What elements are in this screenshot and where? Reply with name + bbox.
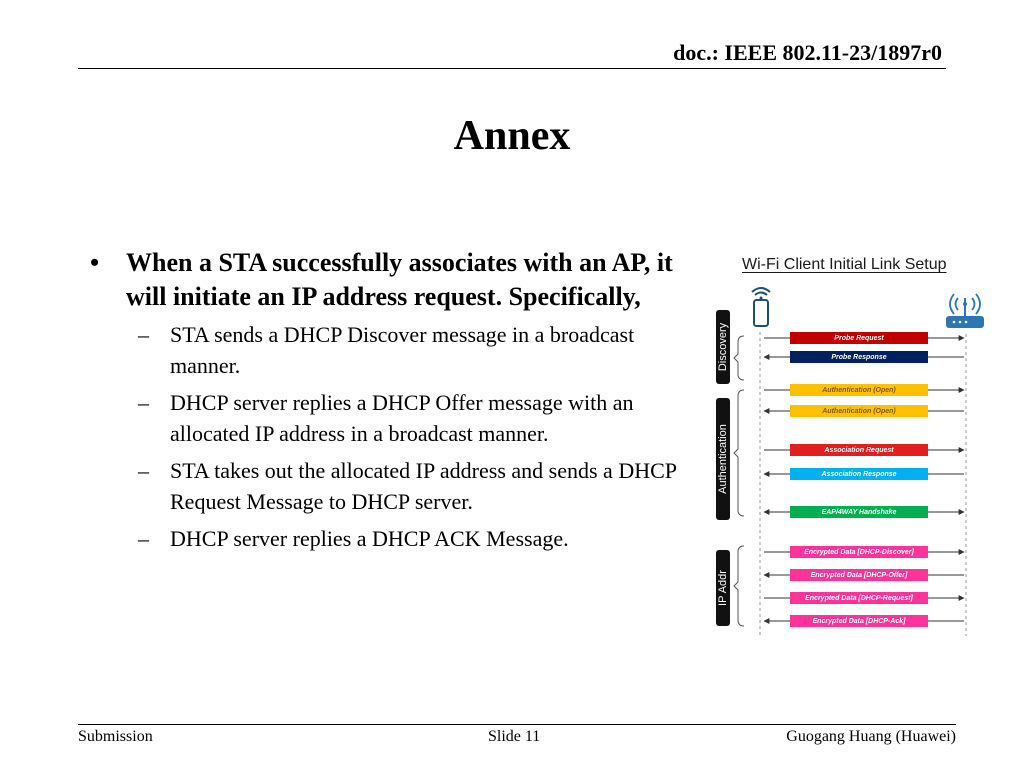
phase-label-ip-addr: IP Addr — [716, 550, 730, 626]
phase-label-authentication: Authentication — [716, 398, 730, 520]
bullet-text: When a STA successfully associates with … — [126, 248, 673, 311]
message-bar: Probe Request — [790, 332, 928, 344]
footer-slide-number: Slide 11 — [488, 728, 541, 745]
diagram-title: Wi-Fi Client Initial Link Setup — [742, 256, 947, 273]
phase-label-discovery: Discovery — [716, 310, 730, 384]
message-bar: Encrypted Data [DHCP-Ack] — [790, 615, 928, 627]
doc-id: doc.: IEEE 802.11-23/1897r0 — [673, 40, 942, 65]
sub-text: DHCP server replies a DHCP Offer message… — [170, 390, 634, 446]
sub-item: – DHCP server replies a DHCP ACK Message… — [90, 523, 690, 554]
sub-text: STA takes out the allocated IP address a… — [170, 458, 677, 514]
sub-item: – STA takes out the allocated IP address… — [90, 455, 690, 517]
sub-marker: – — [138, 322, 149, 347]
bullet-marker: • — [90, 248, 100, 277]
smartphone-wifi-icon — [751, 287, 771, 327]
message-bar: Authentication (Open) — [790, 405, 928, 417]
sub-text: STA sends a DHCP Discover message in a b… — [170, 322, 635, 378]
sub-marker: – — [138, 458, 149, 483]
sub-marker: – — [138, 390, 149, 415]
sub-list: – STA sends a DHCP Discover message in a… — [90, 319, 690, 554]
message-bar: Encrypted Data [DHCP-Discover] — [790, 546, 928, 558]
ipaddr-bracket — [733, 545, 745, 627]
message-bar: Encrypted Data [DHCP-Request] — [790, 592, 928, 604]
message-bar: Association Response — [790, 468, 928, 480]
message-bar: Probe Response — [790, 351, 928, 363]
discovery-bracket — [733, 335, 745, 381]
footer-author: Guogang Huang (Huawei) — [786, 728, 956, 745]
sub-marker: – — [138, 526, 149, 551]
message-bar: Association Request — [790, 444, 928, 456]
footer-rule — [78, 724, 956, 725]
router-icon — [946, 293, 984, 328]
sub-text: DHCP server replies a DHCP ACK Message. — [170, 526, 569, 551]
sub-item: – DHCP server replies a DHCP Offer messa… — [90, 387, 690, 449]
authentication-bracket — [733, 389, 745, 517]
header-rule — [78, 68, 946, 69]
slide-title: Annex — [453, 113, 571, 159]
footer-left: Submission — [78, 728, 153, 745]
link-setup-diagram: Wi-Fi Client Initial Link Setup Discover… — [710, 254, 990, 644]
message-bar: Authentication (Open) — [790, 384, 928, 396]
bullet-list: • When a STA successfully associates wit… — [90, 246, 690, 560]
message-bar: Encrypted Data [DHCP-Offer] — [790, 569, 928, 581]
bullet-item: • When a STA successfully associates wit… — [90, 246, 690, 314]
message-bar: EAP/4WAY Handshake — [790, 506, 928, 518]
sub-item: – STA sends a DHCP Discover message in a… — [90, 319, 690, 381]
